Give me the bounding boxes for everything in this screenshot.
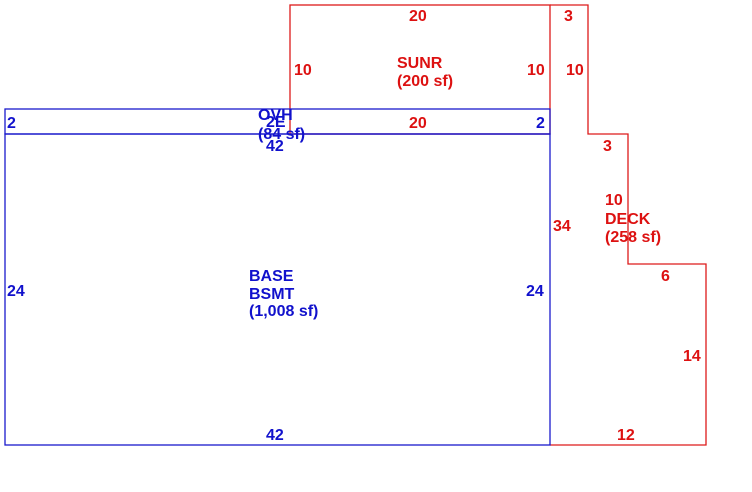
dim-ovh-right: 2 xyxy=(536,115,545,132)
ovh-label-line1: OVH xyxy=(258,107,293,124)
basement-outline xyxy=(4,133,551,446)
dim-base-right: 24 xyxy=(526,283,544,300)
dim-base-bottom: 42 xyxy=(266,427,284,444)
dim-deck-upper-right: 10 xyxy=(566,62,584,79)
dim-base-left: 24 xyxy=(7,283,25,300)
dim-ovh-left: 2 xyxy=(7,115,16,132)
sunr-label-area: (200 sf) xyxy=(397,73,453,90)
deck-label-line1: DECK xyxy=(605,211,651,228)
dim-deck-top: 3 xyxy=(564,8,573,25)
dim-deck-step1: 3 xyxy=(603,138,612,155)
ovh-label-area: (84 sf) xyxy=(258,126,305,143)
deck-label-area: (258 sf) xyxy=(605,229,661,246)
dim-sunr-left: 10 xyxy=(294,62,312,79)
base-label-line1: BASE xyxy=(249,268,294,285)
dim-deck-lower-right: 14 xyxy=(683,348,701,365)
dim-sunr-top: 20 xyxy=(409,8,427,25)
base-label-area: (1,008 sf) xyxy=(249,303,318,320)
dim-ovh-bottom: 20 xyxy=(409,115,427,132)
base-label-line2: BSMT xyxy=(249,286,295,303)
dim-deck-bottom: 12 xyxy=(617,427,635,444)
dim-sunr-right: 10 xyxy=(527,62,545,79)
sunr-label-line1: SUNR xyxy=(397,55,443,72)
dim-deck-left: 34 xyxy=(553,218,571,235)
dim-base-top: 42 xyxy=(266,138,284,155)
dim-deck-step2: 6 xyxy=(661,268,670,285)
dim-deck-middle-right: 10 xyxy=(605,192,623,209)
deck-outline xyxy=(550,4,707,446)
ovh-label-overlap: 2E xyxy=(266,114,286,131)
